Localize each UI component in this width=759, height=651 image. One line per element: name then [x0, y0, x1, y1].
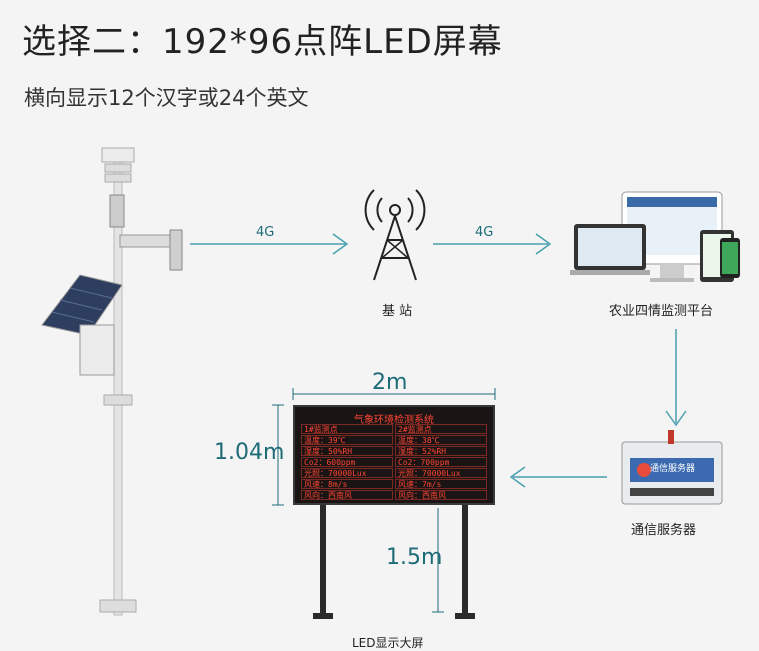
platform-label: 农业四情监测平台	[609, 304, 714, 319]
led-cell: 光照：70000Lux	[301, 468, 393, 478]
weather-station-illustration	[41, 147, 183, 616]
led-cell: 风向：西南风	[395, 490, 487, 500]
height-dimension-label: 1.04m	[214, 440, 285, 465]
link-label-4g-2: 4G	[475, 225, 494, 240]
width-dimension-label: 2m	[372, 370, 408, 395]
base-station-label: 基 站	[382, 304, 413, 319]
led-cell: 温度：39℃	[301, 435, 393, 445]
dimension-lines	[272, 388, 496, 613]
server-label: 通信服务器	[631, 523, 697, 538]
led-cell: 风向：西南风	[301, 490, 393, 500]
server-device-text: 通信服务器	[650, 464, 696, 474]
led-cell: 湿度：52%RH	[395, 446, 487, 456]
communication-server-device	[621, 430, 723, 505]
monitoring-platform-devices	[570, 191, 740, 282]
arrow-server-to-led	[509, 466, 607, 488]
led-screen-legs	[313, 503, 475, 619]
page-title: 选择二：192*96点阵LED屏幕	[22, 22, 503, 62]
led-label: LED显示大屏	[352, 636, 424, 650]
led-cell: 温度：38℃	[395, 435, 487, 445]
led-cell: 风速：8m/s	[301, 479, 393, 489]
led-cell: 1#监测点	[301, 424, 393, 434]
led-cell: 风速：7m/s	[395, 479, 487, 489]
arrow-platform-to-server	[665, 329, 687, 427]
pole-height-label: 1.5m	[386, 545, 443, 570]
link-label-4g-1: 4G	[256, 225, 275, 240]
led-cell: 湿度：50%RH	[301, 446, 393, 456]
base-station-icon	[364, 189, 426, 281]
led-cell: 光照：70000Lux	[395, 468, 487, 478]
led-cell: Co2：600ppm	[301, 457, 393, 467]
arrow-station-to-base	[190, 233, 349, 255]
led-screen-title: 气象环境检测系统	[354, 415, 434, 426]
arrow-base-to-platform	[433, 233, 552, 255]
led-cell: Co2：700ppm	[395, 457, 487, 467]
page-subtitle: 横向显示12个汉字或24个英文	[24, 86, 309, 110]
led-cell: 2#监测点	[395, 424, 487, 434]
